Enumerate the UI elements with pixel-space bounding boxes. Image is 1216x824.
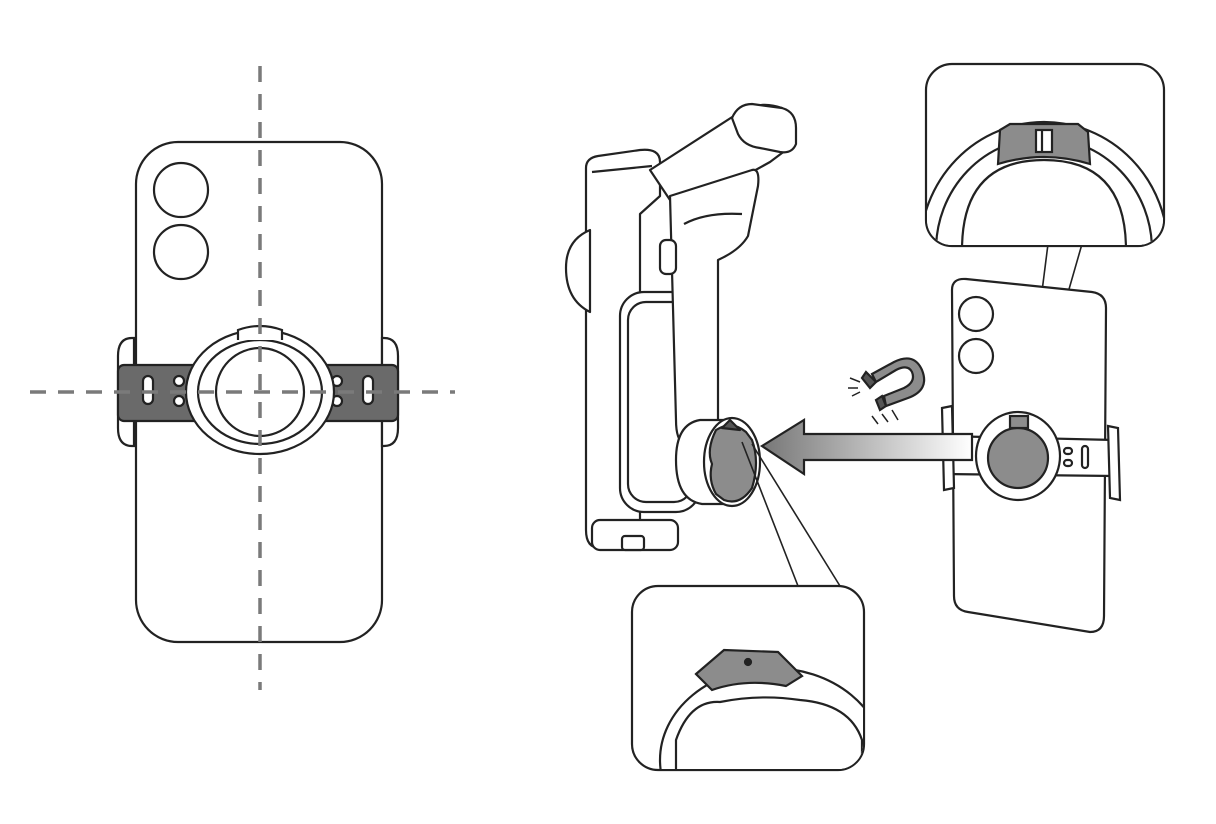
gimbal <box>564 102 798 552</box>
camera-lens-icon <box>957 295 995 333</box>
gimbal-notch-callout <box>630 584 866 772</box>
gimbal-magnet-plate <box>708 424 758 503</box>
gimbal-vertical-arm <box>668 168 760 446</box>
arrow-icon <box>759 418 974 477</box>
camera-lens-icon <box>152 161 210 219</box>
camera-lens-icon <box>957 337 995 375</box>
notch-tab <box>694 648 804 692</box>
clamp-notch-callout <box>924 62 1166 248</box>
camera-lens-icon <box>152 223 210 281</box>
gimbal-side-knob <box>564 228 592 314</box>
magnet-icon <box>848 357 926 425</box>
right-clamp-disc <box>986 426 1050 490</box>
center-guide-lines <box>30 66 455 690</box>
